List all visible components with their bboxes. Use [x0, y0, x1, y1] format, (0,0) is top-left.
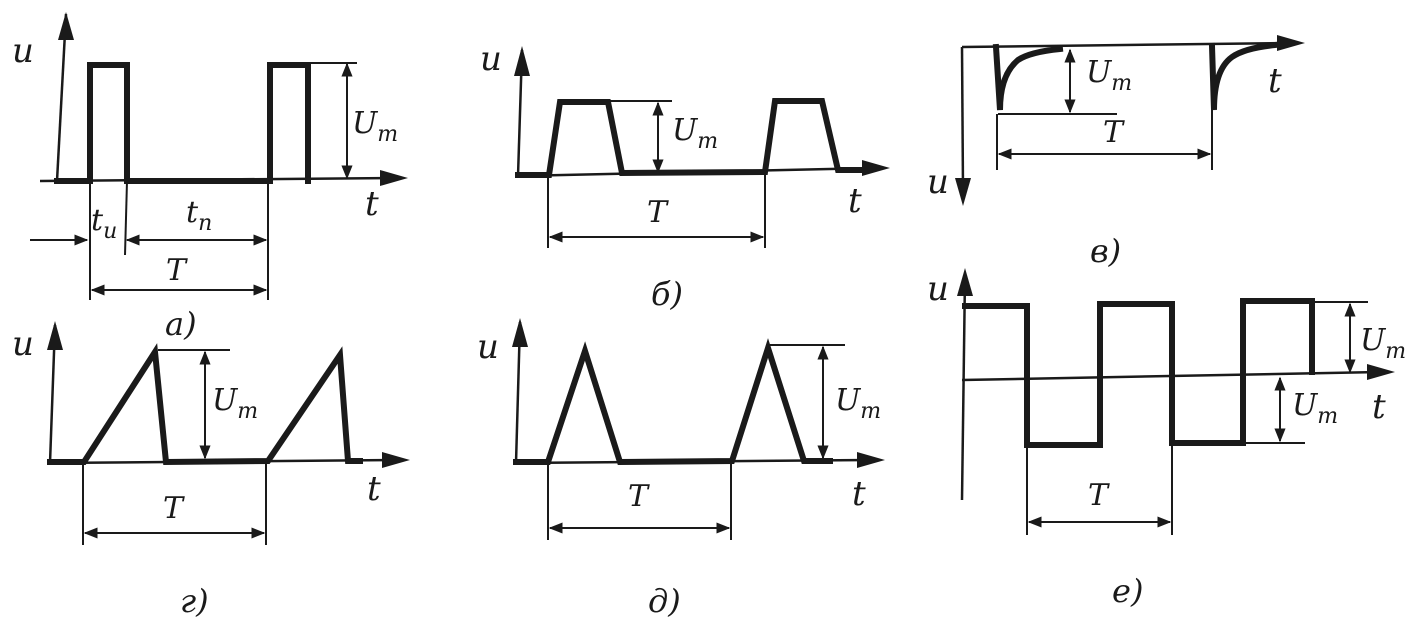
panel-b-caption: б) — [651, 275, 683, 313]
panel-g-t-label: t — [367, 469, 381, 509]
svg-text:Um: Um — [835, 383, 881, 424]
panel-b-u-label: u — [480, 39, 502, 79]
panel-v-waveform-1 — [992, 43, 1064, 111]
panel-a-t-label: t — [365, 184, 379, 224]
panel-d-t-label: t — [852, 474, 866, 514]
panel-v-t-label: t — [1268, 61, 1282, 101]
panel-v-u-label: u — [927, 162, 949, 202]
panel-v-waveform-2 — [1208, 41, 1279, 111]
panel-e-t-arrow-icon — [1367, 364, 1395, 380]
svg-text:Um: Um — [352, 106, 398, 147]
panel-b-u-arrow-icon — [514, 46, 530, 76]
panel-e-t-label: t — [1372, 387, 1386, 427]
panel-v-t-axis — [961, 41, 1289, 49]
panel-b-period-label: T — [647, 195, 669, 230]
panel-g-period-label: T — [163, 491, 185, 526]
panel-v-spike-pulses: u t Um T в) — [927, 35, 1305, 270]
panel-b-trapezoid-pulses: u t Um T б) — [480, 39, 890, 313]
svg-text:Um: Um — [1086, 55, 1132, 96]
panel-b-t-arrow-icon — [862, 160, 890, 176]
svg-text:Um: Um — [212, 383, 258, 424]
panel-d-period-label: T — [628, 479, 650, 514]
panel-g-t-arrow-icon — [382, 452, 410, 468]
panel-e-u-label: u — [927, 269, 949, 309]
panel-v-u-arrow-icon — [955, 178, 971, 206]
panel-a-um-subscript: m — [377, 122, 398, 147]
svg-text:tи: tи — [91, 203, 117, 244]
panel-v-caption: в) — [1090, 232, 1121, 270]
panel-a-u-label: u — [12, 31, 34, 71]
panel-v-period-label: T — [1103, 115, 1125, 150]
panel-a-period-label: T — [166, 253, 188, 288]
panel-g-um-subscript: m — [237, 399, 258, 424]
panel-d-u-label: u — [477, 327, 499, 367]
panel-d-t-arrow-icon — [857, 452, 885, 468]
svg-text:Um: Um — [1292, 388, 1338, 429]
panel-d-um-subscript: m — [860, 399, 881, 424]
panel-g-um-label: U — [212, 383, 239, 418]
panel-a-tn-label: t — [186, 195, 199, 230]
panel-b-waveform — [515, 98, 863, 178]
panel-e-um-upper-label: U — [1360, 323, 1387, 358]
panel-a-caption: а) — [165, 305, 197, 343]
panel-v-um-subscript: m — [1111, 71, 1132, 96]
panel-g-u-arrow-icon — [47, 321, 63, 350]
panel-g-caption: г) — [180, 582, 209, 620]
panel-e-um-lower-label: U — [1292, 388, 1319, 423]
panel-d-caption: д) — [648, 582, 681, 620]
svg-text:Um: Um — [1360, 323, 1406, 364]
svg-text:Um: Um — [672, 113, 718, 154]
panel-a-tn-subscript: п — [198, 211, 212, 236]
panel-e-waveform — [962, 298, 1315, 448]
svg-text:tп: tп — [186, 195, 212, 236]
panel-v-um-label: U — [1086, 55, 1113, 90]
panel-a-ti-label: t — [91, 203, 104, 238]
panel-v-u-axis — [960, 46, 965, 191]
panel-d-um-label: U — [835, 383, 862, 418]
panel-e-bipolar-square-wave: u t Um Um T е) — [927, 268, 1406, 610]
panel-d-u-arrow-icon — [512, 318, 528, 347]
panel-d-triangle-pulses: u t Um T д) — [477, 318, 885, 620]
panel-a-um-label: U — [352, 106, 379, 141]
panel-g-u-label: u — [12, 324, 34, 364]
panel-e-u-axis — [960, 274, 967, 501]
panel-d-waveform — [513, 338, 833, 466]
panel-g-waveform — [47, 343, 363, 466]
panel-e-u-arrow-icon — [957, 268, 973, 296]
panel-a-ti-subscript: и — [103, 219, 117, 244]
panel-a-t-arrow-icon — [380, 170, 408, 186]
panel-b-t-label: t — [848, 181, 862, 221]
panel-v-t-arrow-icon — [1277, 35, 1305, 51]
panel-e-period-label: T — [1088, 478, 1110, 513]
panel-a-u-arrow-icon — [58, 12, 74, 40]
panel-e-um-lower-subscript: m — [1317, 404, 1338, 429]
panel-a-waveform — [54, 62, 311, 184]
panel-e-caption: е) — [1112, 572, 1143, 610]
panel-b-um-label: U — [672, 113, 699, 148]
panel-e-um-upper-subscript: m — [1385, 339, 1406, 364]
panel-a-u-axis — [55, 13, 68, 182]
panel-a-rectangular-pulses: u t Um tи tп T а) — [12, 12, 408, 343]
panel-b-um-subscript: m — [697, 129, 718, 154]
panel-g-sawtooth-pulses: u t Um T г) — [12, 321, 410, 620]
